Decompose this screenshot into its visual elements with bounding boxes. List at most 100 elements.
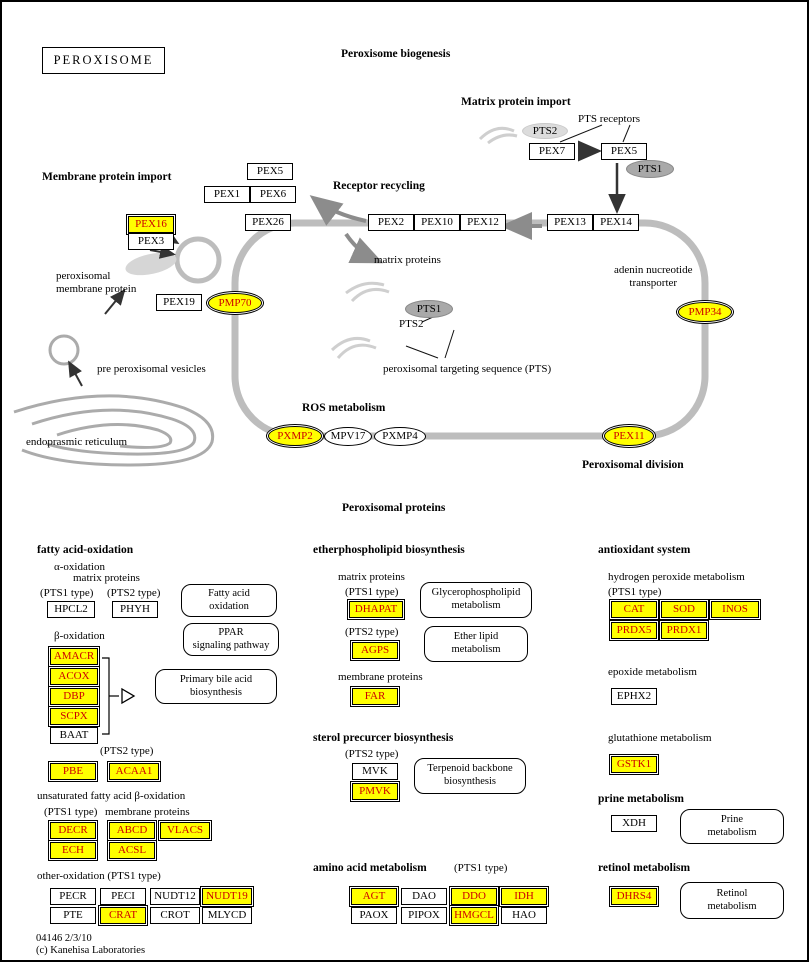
label-other-oxidation-pts1-type: other-oxidation (PTS1 type) xyxy=(37,870,161,882)
heading-peroxisomal-proteins: Peroxisomal proteins xyxy=(342,502,446,514)
heading-peroxisomal-division: Peroxisomal division xyxy=(582,459,684,471)
gene-pxmp4[interactable]: PXMP4 xyxy=(374,427,426,446)
label-pts2-type: (PTS2 type) xyxy=(100,745,154,757)
gene-scpx[interactable]: SCPX xyxy=(50,708,98,725)
gene-nudt12[interactable]: NUDT12 xyxy=(150,888,200,905)
gene-hpcl2[interactable]: HPCL2 xyxy=(47,601,95,618)
gene-pex12[interactable]: PEX12 xyxy=(460,214,506,231)
gene-hmgcl[interactable]: HMGCL xyxy=(451,907,497,924)
gene-pex1[interactable]: PEX1 xyxy=(204,186,250,203)
gene-pex2[interactable]: PEX2 xyxy=(368,214,414,231)
label-pts-receptors: PTS receptors xyxy=(578,113,641,125)
heading-peroxisome-biogenesis: Peroxisome biogenesis xyxy=(341,48,451,60)
gene-pex19[interactable]: PEX19 xyxy=(156,294,202,311)
gene-abcd[interactable]: ABCD xyxy=(109,822,155,839)
heading-receptor-recycling: Receptor recycling xyxy=(333,180,425,192)
pathway-link-glycerophospholipid-metabolism[interactable]: Glycerophospholipid metabolism xyxy=(420,582,532,618)
gene-baat[interactable]: BAAT xyxy=(50,727,98,744)
gene-pecr[interactable]: PECR xyxy=(50,888,96,905)
gene-cat[interactable]: CAT xyxy=(611,601,657,618)
gene-pmvk[interactable]: PMVK xyxy=(352,783,398,800)
label-unsaturated-fatty-acid-oxidation: unsaturated fatty acid β-oxidation xyxy=(37,790,186,802)
gene-pex16[interactable]: PEX16 xyxy=(128,216,174,233)
gene-dbp[interactable]: DBP xyxy=(50,688,98,705)
pathway-link-fatty-acid-oxidation[interactable]: Fatty acid oxidation xyxy=(181,584,277,617)
heading-membrane-protein-import: Membrane protein import xyxy=(42,171,172,183)
gene-pex14[interactable]: PEX14 xyxy=(593,214,639,231)
gene-pex13[interactable]: PEX13 xyxy=(547,214,593,231)
gene-crot[interactable]: CROT xyxy=(150,907,200,924)
gene-pex7[interactable]: PEX7 xyxy=(529,143,575,160)
label-pts1-type: (PTS1 type) xyxy=(454,862,508,874)
gene-vlacs[interactable]: VLACS xyxy=(160,822,210,839)
heading-sterol-precurcer-biosynthesis: sterol precurcer biosynthesis xyxy=(313,732,454,744)
label-pts2: PTS2 xyxy=(399,318,424,330)
gene-pex26[interactable]: PEX26 xyxy=(245,214,291,231)
gene-xdh[interactable]: XDH xyxy=(611,815,657,832)
gene-sod[interactable]: SOD xyxy=(661,601,707,618)
label-pts2-type: (PTS2 type) xyxy=(345,626,399,638)
gene-agps[interactable]: AGPS xyxy=(352,642,398,659)
gene-pipox[interactable]: PIPOX xyxy=(401,907,447,924)
gene-ephx2[interactable]: EPHX2 xyxy=(611,688,657,705)
gene-prdx5[interactable]: PRDX5 xyxy=(611,622,657,639)
gene-dao[interactable]: DAO xyxy=(401,888,447,905)
pathway-link-terpenoid-backbone-biosynthesis[interactable]: Terpenoid backbone biosynthesis xyxy=(414,758,526,794)
gene-pbe[interactable]: PBE xyxy=(50,763,96,780)
gene-phyh[interactable]: PHYH xyxy=(112,601,158,618)
gene-mvk[interactable]: MVK xyxy=(352,763,398,780)
pathway-link-ppar-signaling-pathway[interactable]: PPAR signaling pathway xyxy=(183,623,279,656)
gene-decr[interactable]: DECR xyxy=(50,822,96,839)
pathway-link-primary-bile-acid-biosynthesis[interactable]: Primary bile acid biosynthesis xyxy=(155,669,277,704)
gene-pte[interactable]: PTE xyxy=(50,907,96,924)
label-pre-peroxisomal-vesicles: pre peroxisomal vesicles xyxy=(97,363,206,375)
gene-crat[interactable]: CRAT xyxy=(100,907,146,924)
map-id: 04146 2/3/10 xyxy=(36,933,92,944)
gene-pex10[interactable]: PEX10 xyxy=(414,214,460,231)
gene-mlycd[interactable]: MLYCD xyxy=(202,907,252,924)
gene-nudt19[interactable]: NUDT19 xyxy=(202,888,252,905)
gene-pex3[interactable]: PEX3 xyxy=(128,233,174,250)
gene-gstk1[interactable]: GSTK1 xyxy=(611,756,657,773)
pathway-link-ether-lipid-metabolism[interactable]: Ether lipid metabolism xyxy=(424,626,528,662)
pathway-link-retinol-metabolism[interactable]: Retinol metabolism xyxy=(680,882,784,919)
gene-acox[interactable]: ACOX xyxy=(50,668,98,685)
gene-paox[interactable]: PAOX xyxy=(351,907,397,924)
gene-idh[interactable]: IDH xyxy=(501,888,547,905)
gene-far[interactable]: FAR xyxy=(352,688,398,705)
gene-pex5[interactable]: PEX5 xyxy=(601,143,647,160)
pathway-link-prine-metabolism[interactable]: Prine metabolism xyxy=(680,809,784,844)
gene-amacr[interactable]: AMACR xyxy=(50,648,98,665)
gene-mpv17[interactable]: MPV17 xyxy=(324,427,372,446)
gene-peci[interactable]: PECI xyxy=(100,888,146,905)
gene-hao[interactable]: HAO xyxy=(501,907,547,924)
gene-pmp34[interactable]: PMP34 xyxy=(678,302,732,322)
gene-pmp70[interactable]: PMP70 xyxy=(208,293,262,313)
gene-acaa1[interactable]: ACAA1 xyxy=(109,763,159,780)
label-epoxide-metabolism: epoxide metabolism xyxy=(608,666,697,678)
gene-ddo[interactable]: DDO xyxy=(451,888,497,905)
heading-prine-metabolism: prine metabolism xyxy=(598,793,684,805)
label-pts2-type: (PTS2 type) xyxy=(107,587,161,599)
gene-dhrs4[interactable]: DHRS4 xyxy=(611,888,657,905)
heading-matrix-protein-import: Matrix protein import xyxy=(461,96,571,108)
heading-retinol-metabolism: retinol metabolism xyxy=(598,862,691,874)
label-hydrogen-peroxide-metabolism: hydrogen peroxide metabolism xyxy=(608,571,745,583)
gene-inos[interactable]: INOS xyxy=(711,601,759,618)
heading-fatty-acid-oxidation: fatty acid-oxidation xyxy=(37,544,134,556)
gene-pex11[interactable]: PEX11 xyxy=(604,426,654,446)
protein-squiggles xyxy=(330,126,518,359)
gene-prdx1[interactable]: PRDX1 xyxy=(661,622,707,639)
tag-pts1: PTS1 xyxy=(626,160,674,178)
tag-pts2: PTS2 xyxy=(522,123,568,139)
gene-acsl[interactable]: ACSL xyxy=(109,842,155,859)
label-glutathione-metabolism: glutathione metabolism xyxy=(608,732,712,744)
label-peroxisomal-targeting-sequence-pts: peroxisomal targeting sequence (PTS) xyxy=(383,363,552,375)
gene-agt[interactable]: AGT xyxy=(351,888,397,905)
gene-ech[interactable]: ECH xyxy=(50,842,96,859)
gene-dhapat[interactable]: DHAPAT xyxy=(349,601,403,618)
gene-pxmp2[interactable]: PXMP2 xyxy=(268,426,322,446)
gene-pex6[interactable]: PEX6 xyxy=(250,186,296,203)
beta-oxidation-bracket xyxy=(102,657,119,735)
gene-pex5[interactable]: PEX5 xyxy=(247,163,293,180)
